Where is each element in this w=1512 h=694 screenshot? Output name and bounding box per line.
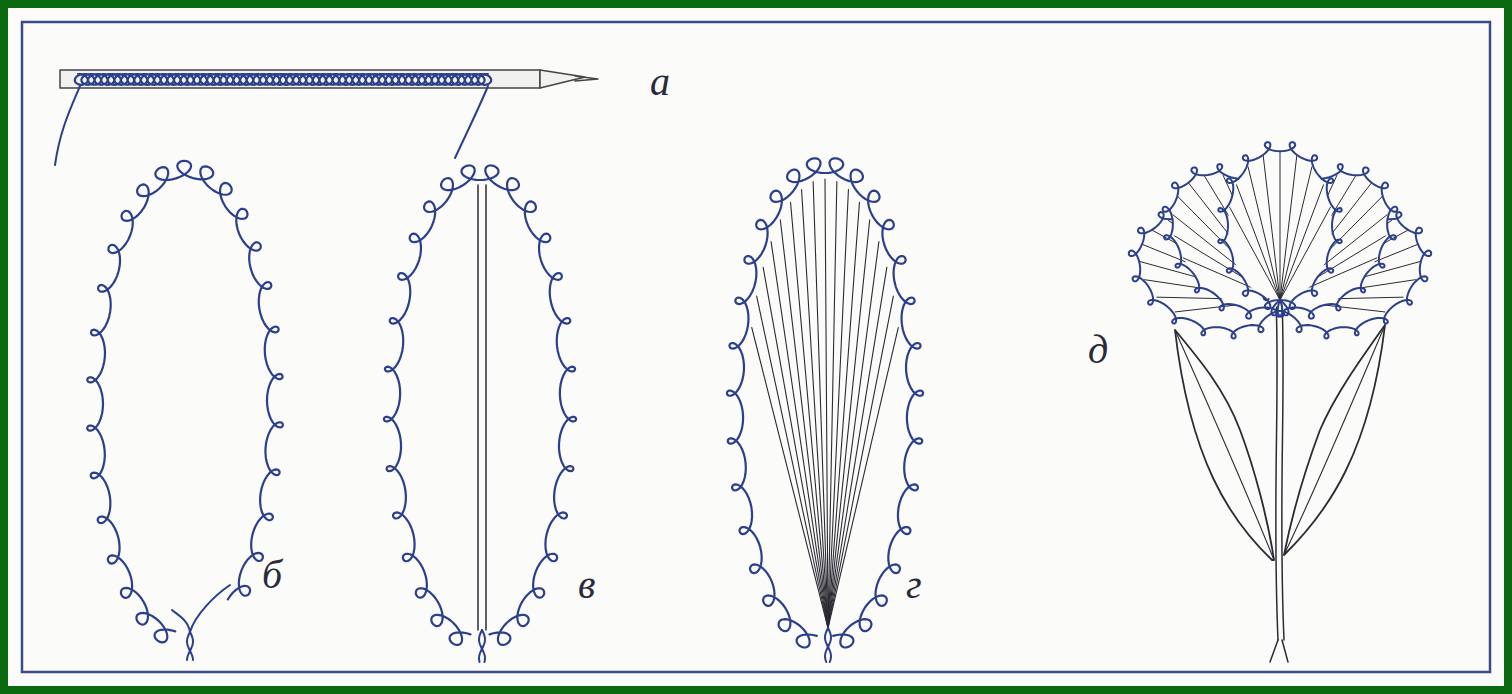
petal-thread [1280,167,1312,300]
radial-thread [828,296,893,628]
frame [22,22,1490,672]
twisted-tail [479,630,485,662]
leaf [1284,325,1385,555]
thread-end [455,86,488,158]
thread-end [55,86,80,165]
radial-thread [828,220,870,628]
figure-letter: в [578,565,595,605]
petal-thread [1230,207,1280,300]
twisted-tail [825,628,831,662]
radial-thread [791,202,828,628]
leaf-vein [1175,330,1274,560]
stem [1276,300,1284,640]
leaf-vein [1284,325,1385,555]
leaf [1175,330,1274,560]
petal-thread [1280,151,1281,300]
wire-winding [75,74,491,85]
coiled-loop [384,165,576,645]
central-thread [478,185,486,630]
radial-thread [757,296,828,628]
pencil-tip [540,70,598,88]
stem-end [1270,640,1288,662]
pencil-body [60,70,540,88]
petal-thread [1280,185,1323,300]
figure-letter: д [1088,330,1108,370]
radial-thread [828,267,887,628]
petal-coil [1218,142,1341,309]
radial-thread [828,242,879,628]
figure-letter: г [906,565,922,605]
radial-thread [828,202,859,628]
figure-letter: а [650,62,670,102]
twisted-tail [479,630,485,662]
twisted-tail [187,632,193,660]
figure-letter: б [262,555,282,595]
twisted-tail [187,632,193,660]
page-panel [8,8,1504,686]
coiled-loop [727,158,923,647]
radial-thread [802,189,828,628]
petal-thread [1280,207,1330,300]
radial-thread [828,328,898,628]
petal-thread [1263,155,1280,300]
radial-thread [825,179,828,628]
petal-thread [1248,167,1280,300]
coiled-loop [87,161,283,642]
loop-join [172,585,230,632]
twisted-tail [825,628,831,662]
